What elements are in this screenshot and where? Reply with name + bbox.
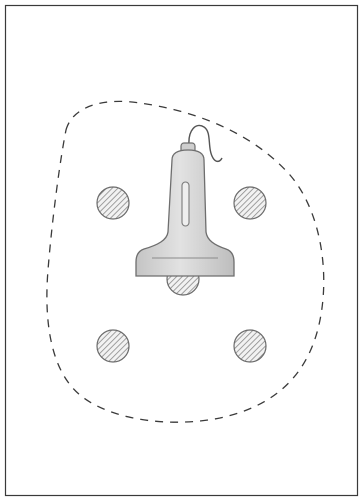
marker-upper-right (233, 186, 267, 220)
marker-lower-right (233, 329, 267, 363)
ultrasound-probe-icon (135, 124, 235, 277)
dashed-region-outline (46, 100, 325, 423)
probe-slot (181, 181, 190, 227)
probe-cable (188, 124, 223, 163)
frame-border (4, 4, 359, 497)
marker-lower-left (96, 329, 130, 363)
marker-upper-left (96, 186, 130, 220)
